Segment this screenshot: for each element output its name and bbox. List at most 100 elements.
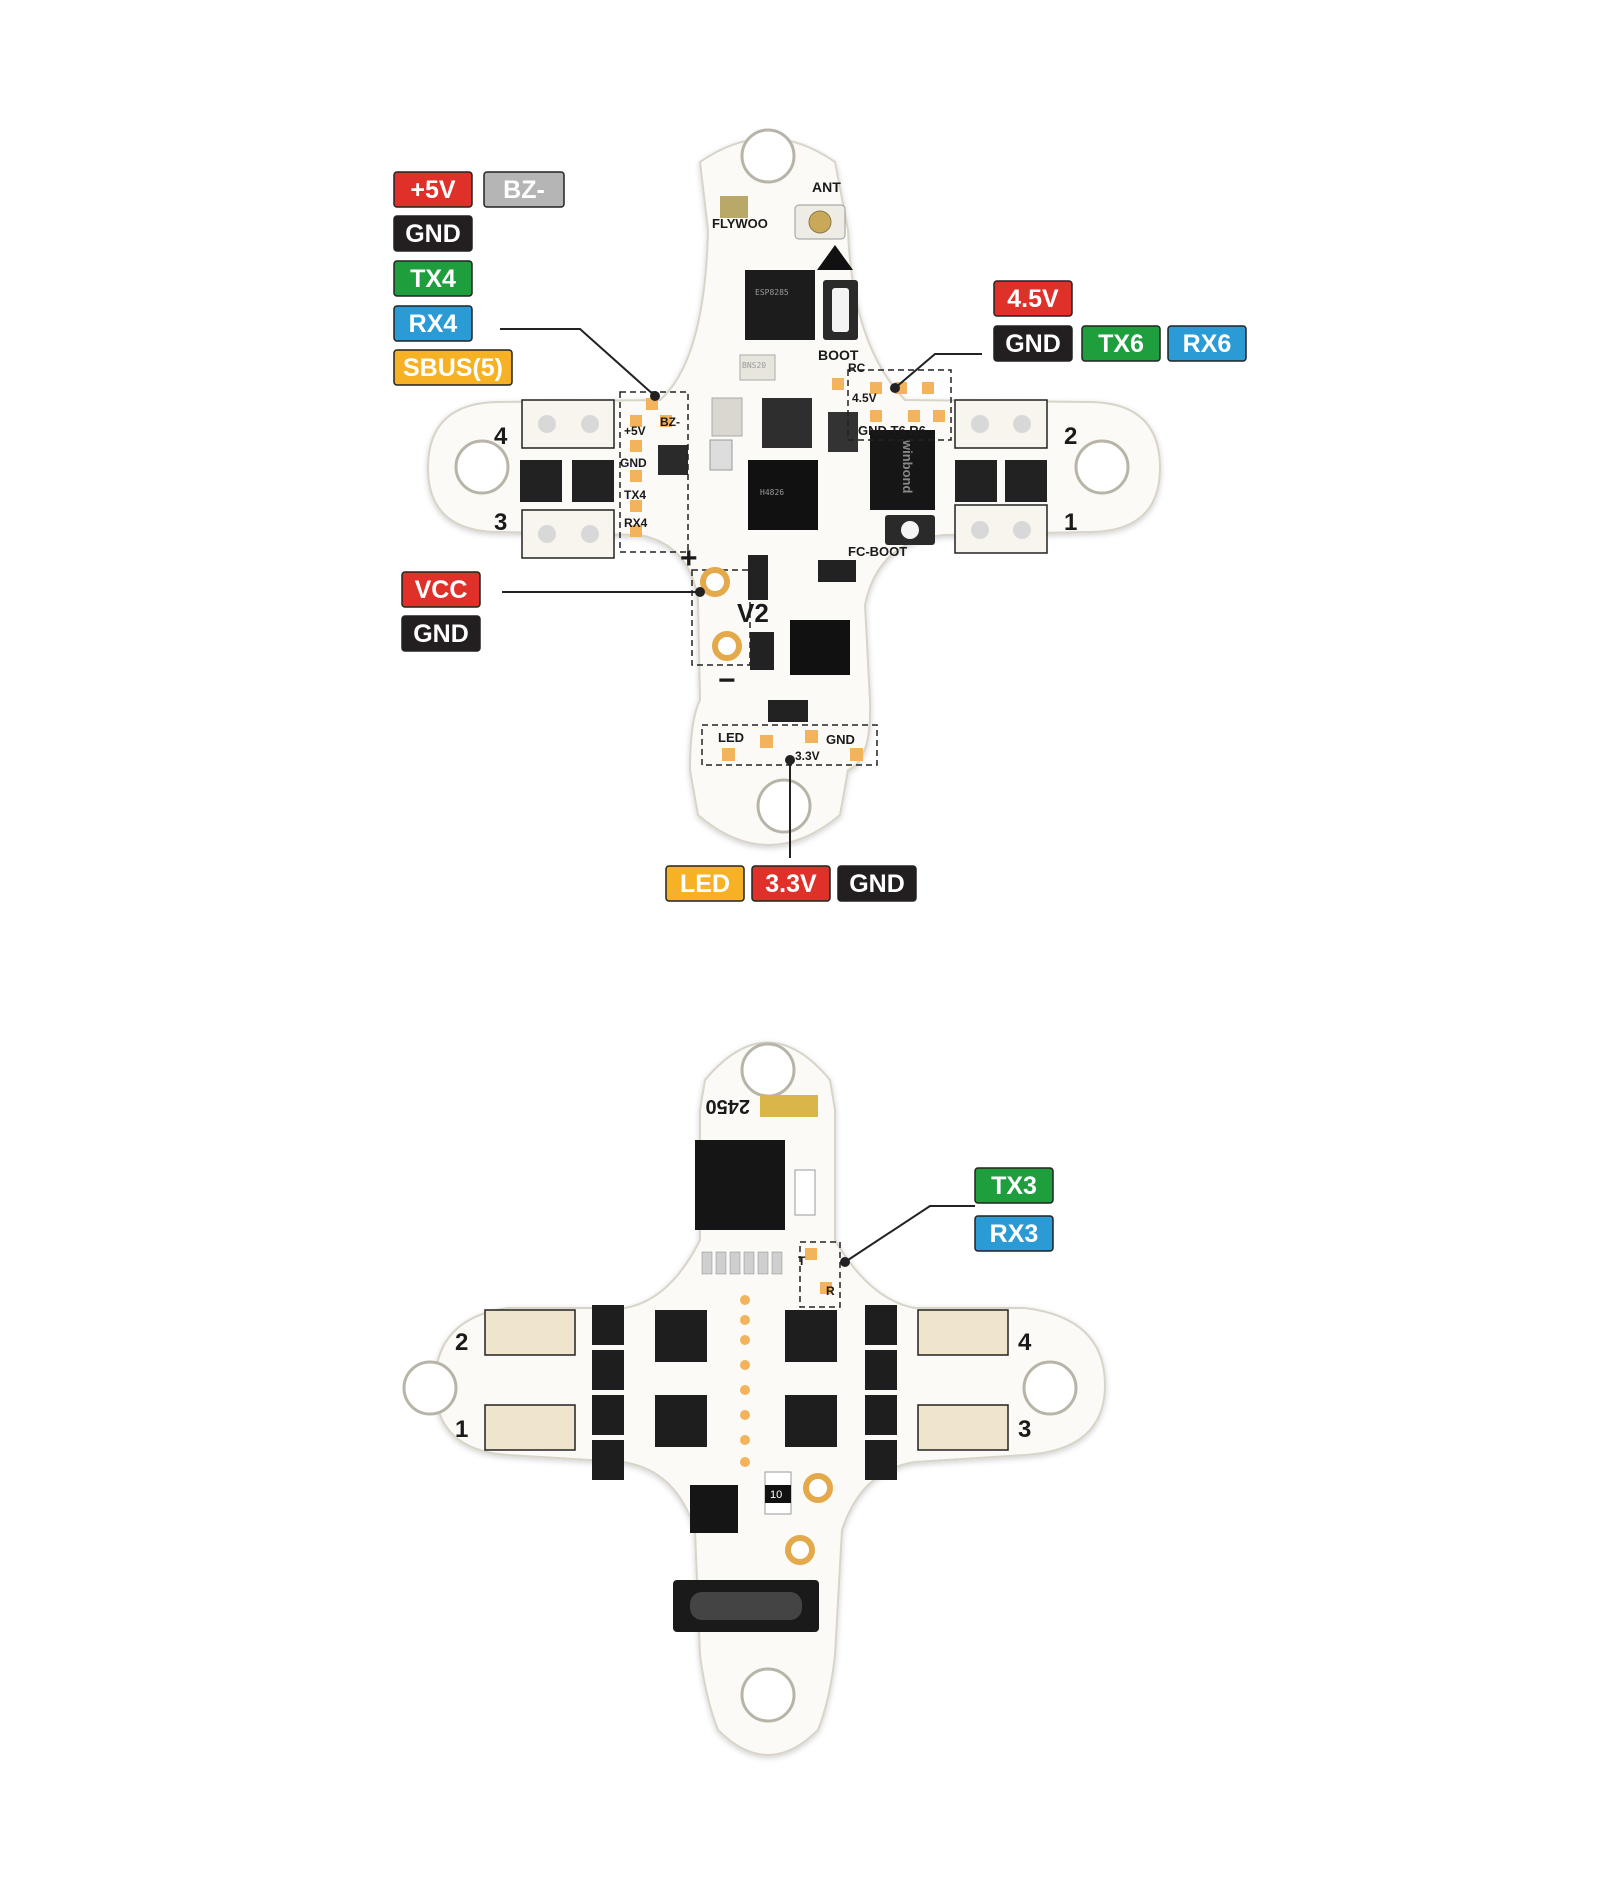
power-pad-positive xyxy=(700,567,730,597)
resistor-body xyxy=(765,1485,791,1503)
silk-ant: ANT xyxy=(812,179,841,195)
silk-motor3: 3 xyxy=(494,509,507,536)
silk-rc: RC xyxy=(848,361,866,375)
solder-pad xyxy=(630,500,642,512)
mount-hole xyxy=(454,439,510,495)
esp-chip xyxy=(695,1140,785,1230)
mount-hole xyxy=(1074,439,1130,495)
pcb-antenna xyxy=(760,1095,818,1117)
silk-gnd-t6-r6: GND T6 R6 xyxy=(858,423,926,438)
regulator-chip xyxy=(828,412,858,452)
silk-code: 2450 xyxy=(706,1095,751,1117)
label-gnd: GND xyxy=(393,215,473,252)
mount-hole xyxy=(740,1042,796,1098)
label-rx6: RX6 xyxy=(1167,325,1247,362)
silk-v45: 4.5V xyxy=(852,391,877,405)
silk-gnd-bottom: GND xyxy=(826,732,855,747)
solder-pad xyxy=(832,378,844,390)
svg-text:TX6: TX6 xyxy=(1098,330,1144,358)
label-sbus: SBUS(5) xyxy=(393,349,513,386)
silk-bz: BZ- xyxy=(660,415,680,429)
power-pad xyxy=(803,1473,833,1503)
via-dots xyxy=(740,1295,750,1467)
tvs-diode xyxy=(748,555,768,600)
mount-hole xyxy=(1022,1360,1078,1416)
silk-minus: − xyxy=(718,664,736,697)
motor-1-area: 1 xyxy=(954,504,1077,554)
front-labels-right: 4.5V GND TX6 RX6 xyxy=(993,280,1247,362)
mount-hole xyxy=(756,778,812,834)
label-gnd-bottom: GND xyxy=(837,865,917,902)
silk-motor4: 4 xyxy=(494,423,508,450)
svg-text:SBUS(5): SBUS(5) xyxy=(403,354,503,382)
chip-marking: H4826 xyxy=(760,488,784,497)
usb-port-inner xyxy=(690,1592,802,1620)
silk-motor4-back: 4 xyxy=(1018,1329,1032,1356)
silk-plus5v: +5V xyxy=(624,424,646,438)
front-labels-power: VCC GND xyxy=(401,571,481,652)
power-chip xyxy=(790,620,850,675)
solder-pad xyxy=(630,525,642,537)
silk-led: LED xyxy=(718,730,744,745)
arrow-icon xyxy=(817,245,853,270)
mount-hole xyxy=(402,1360,458,1416)
label-3-3v: 3.3V xyxy=(751,865,831,902)
label-tx6: TX6 xyxy=(1081,325,1161,362)
motor-2-area: 2 xyxy=(954,399,1077,502)
solder-pad xyxy=(805,730,818,743)
motor-3-area: 3 xyxy=(494,509,615,559)
capacitor xyxy=(818,560,856,582)
svg-text:TX4: TX4 xyxy=(410,265,456,293)
boot-button-cap xyxy=(832,288,849,332)
silk-flywoo: FLYWOO xyxy=(712,216,768,231)
power-pad xyxy=(785,1535,815,1565)
label-4-5v: 4.5V xyxy=(993,280,1073,317)
motor-4-area: 4 xyxy=(494,399,615,502)
power-pad-group xyxy=(691,569,751,666)
svg-text:GND: GND xyxy=(1005,330,1061,358)
silk-motor1: 1 xyxy=(1064,509,1077,536)
silk-winbond: winbond xyxy=(900,439,915,493)
mosfet xyxy=(658,445,688,475)
svg-text:GND: GND xyxy=(405,220,461,248)
capacitor xyxy=(711,397,743,437)
solder-pad xyxy=(922,382,934,394)
solder-pad xyxy=(722,748,735,761)
esp-chip xyxy=(745,270,815,340)
pad-group-right xyxy=(847,369,952,441)
motor-2-back: 2 xyxy=(455,1309,576,1356)
silk-gnd: GND xyxy=(620,456,647,470)
label-led: LED xyxy=(665,865,745,902)
diode xyxy=(750,632,774,670)
solder-pad xyxy=(630,440,642,452)
led-chip xyxy=(768,700,808,722)
front-board: ANT FLYWOO ESP8285 BOOT BNS20 H4826 winb… xyxy=(426,128,1162,846)
motor-4-back: 4 xyxy=(917,1309,1032,1356)
svg-text:LED: LED xyxy=(680,870,730,898)
gold-pad xyxy=(720,196,748,218)
label-rx4: RX4 xyxy=(393,305,473,342)
silk-t: T xyxy=(798,1254,806,1268)
solder-pad xyxy=(805,1248,817,1260)
silk-motor2: 2 xyxy=(1064,423,1077,450)
solder-pad xyxy=(630,470,642,482)
mount-hole xyxy=(740,1667,796,1723)
label-gnd-right: GND xyxy=(993,325,1073,362)
svg-text:+5V: +5V xyxy=(410,176,456,204)
svg-text:TX3: TX3 xyxy=(991,1172,1037,1200)
crystal xyxy=(794,1169,816,1216)
label-rx3: RX3 xyxy=(974,1215,1054,1252)
back-labels: TX3 RX3 xyxy=(974,1167,1054,1252)
silk-boot: BOOT xyxy=(818,347,859,363)
fc-boot-button-cap xyxy=(901,521,919,539)
chip-marking: ESP8285 xyxy=(755,288,789,297)
label-plus5v: +5V xyxy=(393,171,473,208)
silk-res: 10 xyxy=(770,1489,782,1501)
power-pad-negative xyxy=(712,631,742,661)
svg-text:GND: GND xyxy=(413,620,469,648)
svg-text:BZ-: BZ- xyxy=(503,176,545,204)
back-leader-lines xyxy=(840,1205,975,1267)
label-tx4: TX4 xyxy=(393,260,473,297)
front-leader-lines xyxy=(500,328,982,858)
